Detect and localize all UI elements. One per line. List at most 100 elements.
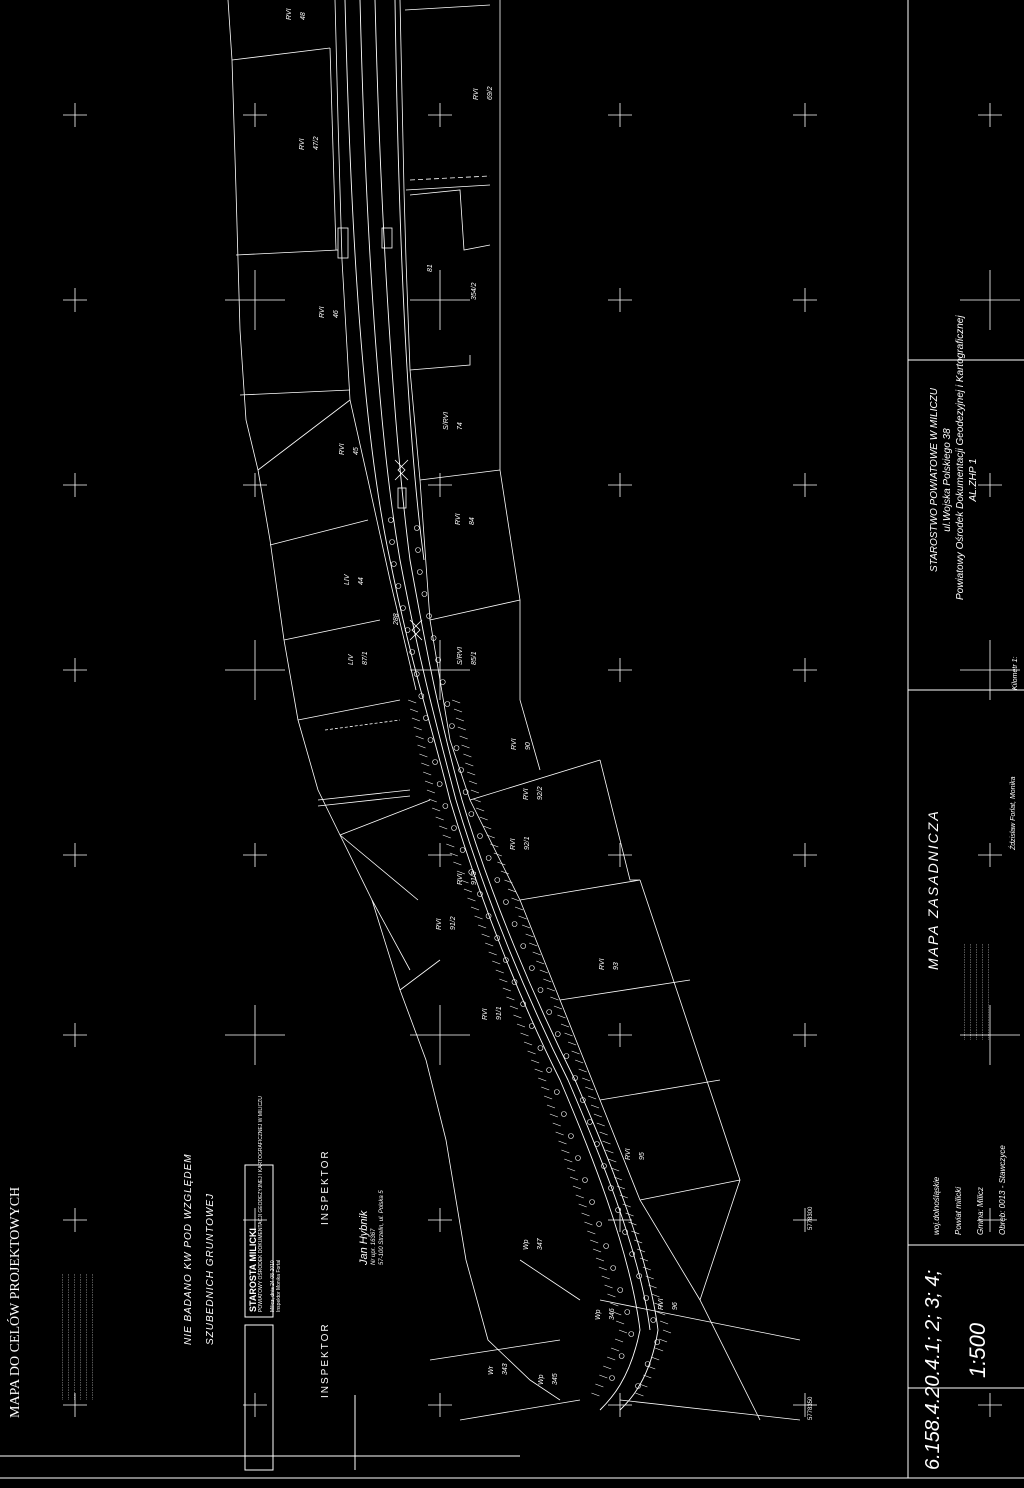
parcel-number: 91/2 [450,916,457,930]
parcel-number: 81 [427,264,434,272]
hatch-mark [483,825,492,830]
tree-symbol [435,657,441,663]
tree-symbol [468,811,475,817]
parcel-number: 69/2 [487,86,494,100]
hatch-mark [488,951,497,956]
tree-symbol [622,1229,628,1235]
hatch-mark [578,1203,587,1208]
parcel-number: 343 [502,1363,509,1375]
parcel-land-class: LIV [348,654,355,665]
hatch-mark [417,744,426,749]
hatch-mark [514,906,524,911]
hatch-mark [502,987,511,992]
map-title: MAPA DO CELÓW PROJEKTOWYCH [8,1187,23,1418]
hatch-mark [546,1104,556,1109]
tree-symbol [494,935,501,941]
tree-symbol [453,745,460,751]
roadside-trees [388,517,661,1389]
main-title-text: MAPA ZASADNICZA [925,809,941,970]
tree-symbol [615,1207,621,1213]
parcel-land-class: RVI [455,513,462,525]
hatch-mark [634,1239,643,1244]
tree-symbol [520,1001,526,1007]
location-county: Powiat milicki [954,1186,963,1235]
tree-symbol [650,1317,657,1323]
hatch-mark [411,717,421,722]
hatch-mark [593,1113,602,1118]
parcel-number: 347 [537,1238,544,1250]
hatch-mark [599,1131,608,1136]
hatch-mark [460,879,469,884]
hatch-mark [468,780,478,785]
parcel-number: 95 [639,1152,646,1160]
hatch-mark [555,1131,564,1136]
hatch-mark [423,771,432,776]
hatch-mark [558,1140,567,1145]
parcel-number: 288 [393,613,400,625]
inspector-label: INSPEKTOR [320,1149,331,1225]
hatch-mark [509,1005,519,1010]
hatch-mark [513,1014,522,1019]
tree-symbol [582,1177,588,1183]
notes-block: ········································… [90,1273,96,1400]
location-voivodeship: woj.dolnośląskie [932,1176,941,1235]
hatch-mark [591,1392,600,1397]
hatch-mark [658,1338,668,1343]
parcel-label: 354/2 [468,282,482,300]
tree-symbol [561,1111,567,1117]
tree-symbol [529,965,535,971]
parcel-land-class: RVI [599,958,606,970]
parcel-land-class: Wr [488,1366,495,1375]
hatch-mark [564,1158,573,1163]
tree-symbol [444,701,451,707]
parcel-land-class: RVI [436,918,443,930]
parcel-number: 345 [552,1373,559,1385]
hatch-mark [635,1392,644,1397]
hatch-mark [529,942,538,947]
handwritten-line: NIE BADANO KW POD WZGLĘDEM [183,1153,194,1345]
hatch-mark [662,1329,672,1334]
tree-symbol [617,1287,624,1293]
tree-symbol [594,1141,600,1147]
tree-symbol [596,1221,602,1227]
parcel-label: Wr 343 [485,1363,513,1375]
hatch-mark [590,1239,599,1244]
hatch-mark [435,816,444,821]
sheet-note-text: Ździsław Forlat, Monika [1010,776,1017,850]
stamp-subtitle: POWIATOWY OŚRODEK DOKUMENTACJI GEODEZYJN… [258,1096,264,1312]
hatch-mark [628,1221,637,1226]
hatch-mark [415,735,424,740]
tree-symbol [587,1119,593,1125]
parcel-number: 93 [613,962,620,970]
parcel-label: 81 [424,264,438,272]
hatch-mark [442,834,451,839]
tree-symbol [404,627,411,633]
parcel-land-class: RVI [523,788,530,800]
hatch-mark [479,816,488,821]
parcel-land-class: RVI [625,1148,632,1160]
hatch-mark [636,1248,646,1253]
parcel-label: RVI 95 [622,1148,650,1160]
tree-symbol [417,569,423,575]
hatch-mark [561,1149,570,1154]
tree-symbol [503,899,509,905]
hatch-mark [567,1167,576,1172]
hatch-mark [603,1365,612,1370]
hatch-mark [654,1302,663,1307]
tree-symbol [432,759,438,765]
tree-symbol [635,1383,641,1389]
tree-symbol [391,561,397,567]
hatch-mark [642,1266,651,1271]
tree-symbol [643,1295,650,1301]
sheet-number-text: 6.158.4.20.4.1; 2; 3; 4; [922,1269,944,1470]
hatch-mark [581,1212,590,1217]
hatch-mark [532,951,541,956]
hatch-mark [605,1149,614,1154]
title-notes: ········································… [962,800,992,1040]
grid-crosses [63,103,1020,1417]
